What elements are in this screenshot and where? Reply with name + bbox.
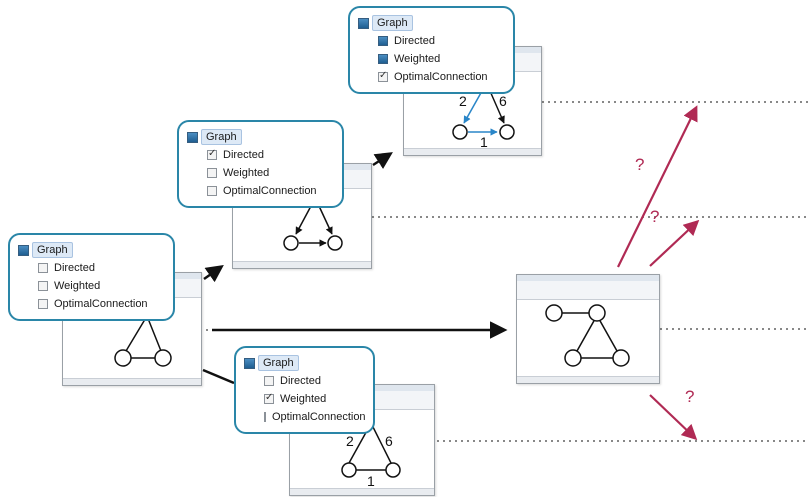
checkbox-optimal-connection[interactable]	[378, 70, 388, 82]
graph-drawing	[452, 90, 515, 140]
panel-title: Graph	[372, 15, 413, 31]
graph-drawing	[114, 315, 172, 367]
unknown-arrow	[649, 219, 700, 267]
edge-weight-label: 6	[499, 93, 507, 109]
checkbox-weighted[interactable]	[378, 54, 388, 64]
edge-weight-label: 1	[367, 473, 375, 489]
option-weighted[interactable]: Weighted	[378, 50, 505, 68]
feature-node-icon	[18, 244, 29, 256]
checkbox-weighted[interactable]	[264, 392, 274, 404]
arrow-to-directed	[203, 264, 224, 283]
arrow-to-optimal	[372, 152, 393, 169]
toolbar-ribbon	[517, 281, 659, 300]
status-bar	[290, 488, 434, 495]
option-directed[interactable]: Directed	[207, 146, 334, 164]
edge-weight-label: 6	[385, 433, 393, 449]
checkbox-optimal-connection[interactable]	[264, 412, 266, 422]
checkbox-weighted[interactable]	[207, 168, 217, 178]
panel-title: Graph	[258, 355, 299, 371]
checkbox-weighted[interactable]	[38, 281, 48, 291]
checkbox-optimal-connection[interactable]	[207, 186, 217, 196]
feature-panel-weighted: Graph Directed Weighted OptimalConnectio…	[234, 346, 375, 434]
option-optimal-connection[interactable]: OptimalConnection	[378, 68, 505, 86]
feature-node-icon	[187, 131, 198, 143]
option-weighted[interactable]: Weighted	[207, 164, 334, 182]
titlebar	[517, 275, 659, 281]
status-bar	[63, 378, 201, 385]
option-optimal-connection[interactable]: OptimalConnection	[207, 182, 334, 200]
option-directed[interactable]: Directed	[264, 372, 365, 390]
panel-header: Graph	[18, 241, 165, 259]
app-screenshot-result	[516, 274, 660, 384]
panel-title: Graph	[32, 242, 73, 258]
edge-weight-label: 2	[459, 93, 467, 109]
feature-panel-directed: Graph Directed Weighted OptimalConnectio…	[177, 120, 344, 208]
checkbox-directed[interactable]	[264, 376, 274, 386]
checkbox-directed[interactable]	[378, 36, 388, 46]
status-bar	[404, 148, 541, 155]
checkbox-optimal-connection[interactable]	[38, 299, 48, 309]
unknown-question-mark: ?	[685, 387, 695, 406]
panel-header: Graph	[244, 354, 365, 372]
graph-drawing	[545, 304, 630, 367]
option-optimal-connection[interactable]: OptimalConnection	[38, 295, 165, 313]
status-bar	[233, 261, 371, 268]
checkbox-directed[interactable]	[38, 263, 48, 273]
panel-header: Graph	[358, 14, 505, 32]
option-weighted[interactable]: Weighted	[38, 277, 165, 295]
edge-weight-label: 1	[480, 134, 488, 150]
unknown-question-mark: ?	[650, 207, 660, 226]
feature-node-icon	[244, 357, 255, 369]
option-directed[interactable]: Directed	[378, 32, 505, 50]
option-optimal-connection[interactable]: OptimalConnection	[264, 408, 366, 426]
panel-title: Graph	[201, 129, 242, 145]
status-bar	[517, 376, 659, 383]
feature-panel-initial: Graph Directed Weighted OptimalConnectio…	[8, 233, 175, 321]
unknown-arrow	[649, 394, 698, 441]
edge-weight-label: 2	[346, 433, 354, 449]
feature-panel-optimal: Graph Directed Weighted OptimalConnectio…	[348, 6, 515, 94]
unknown-arrow	[617, 105, 698, 268]
option-directed[interactable]: Directed	[38, 259, 165, 277]
option-weighted[interactable]: Weighted	[264, 390, 365, 408]
arrow-to-weighted	[202, 368, 235, 385]
checkbox-directed[interactable]	[207, 148, 217, 160]
panel-header: Graph	[187, 128, 334, 146]
unknown-question-mark: ?	[635, 155, 645, 174]
feature-node-icon	[358, 17, 369, 29]
